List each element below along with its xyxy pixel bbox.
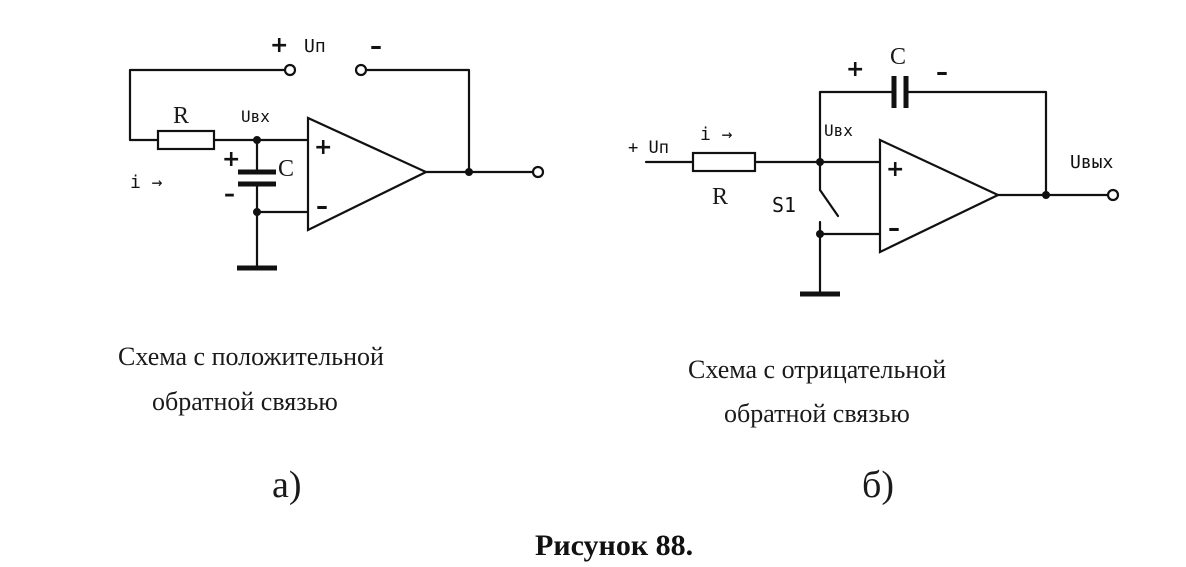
wire-b-cap-left (818, 90, 896, 164)
a-cap-plus-sign: + (222, 147, 240, 172)
a-cap-minus-sign: – (224, 182, 235, 207)
a-capacitor-label: C (278, 156, 294, 182)
b-switch-label: S1 (772, 193, 796, 217)
junction-b-input (816, 158, 824, 166)
a-supply-plus-sign: + (270, 33, 288, 58)
a-resistor-label: R (173, 103, 189, 129)
b-letter: б) (862, 464, 894, 506)
opamp-a (306, 116, 429, 232)
a-opamp-plus-sign: + (314, 135, 332, 160)
circuit-b: + C – + Uп i → Uвх R S1 Uвых + – Схема с… (628, 44, 1120, 506)
b-cap-plus-sign: + (846, 57, 864, 82)
b-output-voltage-label: Uвых (1070, 152, 1114, 173)
wire-b-switch-blade (818, 188, 840, 218)
a-current-label: i → (130, 172, 163, 193)
opamp-b (878, 138, 1001, 254)
wire-a-top-left (128, 68, 292, 142)
a-letter: а) (272, 464, 302, 506)
b-caption-line2: обратной связью (724, 399, 910, 428)
a-input-voltage-label: Uвх (241, 107, 270, 126)
b-input-voltage-label: Uвх (824, 121, 853, 140)
terminal-a-output (531, 165, 545, 179)
a-opamp-minus-sign: – (316, 192, 328, 220)
wire-b-cap-right (904, 90, 1048, 197)
b-cap-minus-sign: – (936, 58, 948, 86)
b-supply-label: + Uп (628, 138, 669, 158)
resistor-b (691, 151, 757, 173)
junction-b-ground (816, 230, 824, 238)
junction-a-output (465, 168, 473, 176)
circuit-a: + Uп – R Uвх i → + – C + – Схема с полож… (118, 32, 545, 506)
junction-a-ground (253, 208, 261, 216)
b-current-label: i → (700, 124, 733, 145)
b-caption-line1: Схема с отрицательной (688, 355, 946, 384)
resistor-a (156, 129, 216, 151)
junction-a-input (253, 136, 261, 144)
terminal-a-supply-plus (283, 63, 297, 77)
a-supply-label: Uп (304, 36, 326, 57)
b-resistor-label: R (712, 184, 728, 210)
terminal-b-output (1106, 188, 1120, 202)
figure-caption: Рисунок 88. (535, 529, 693, 562)
b-opamp-plus-sign: + (886, 157, 904, 182)
b-opamp-minus-sign: – (888, 214, 900, 242)
a-caption-line2: обратной связью (152, 387, 338, 416)
a-supply-minus-sign: – (370, 32, 382, 60)
junction-b-output (1042, 191, 1050, 199)
wire-a-feedback (364, 68, 471, 174)
b-capacitor-label: C (890, 44, 906, 70)
a-caption-line1: Схема с положительной (118, 342, 384, 371)
terminal-a-supply-minus (354, 63, 368, 77)
